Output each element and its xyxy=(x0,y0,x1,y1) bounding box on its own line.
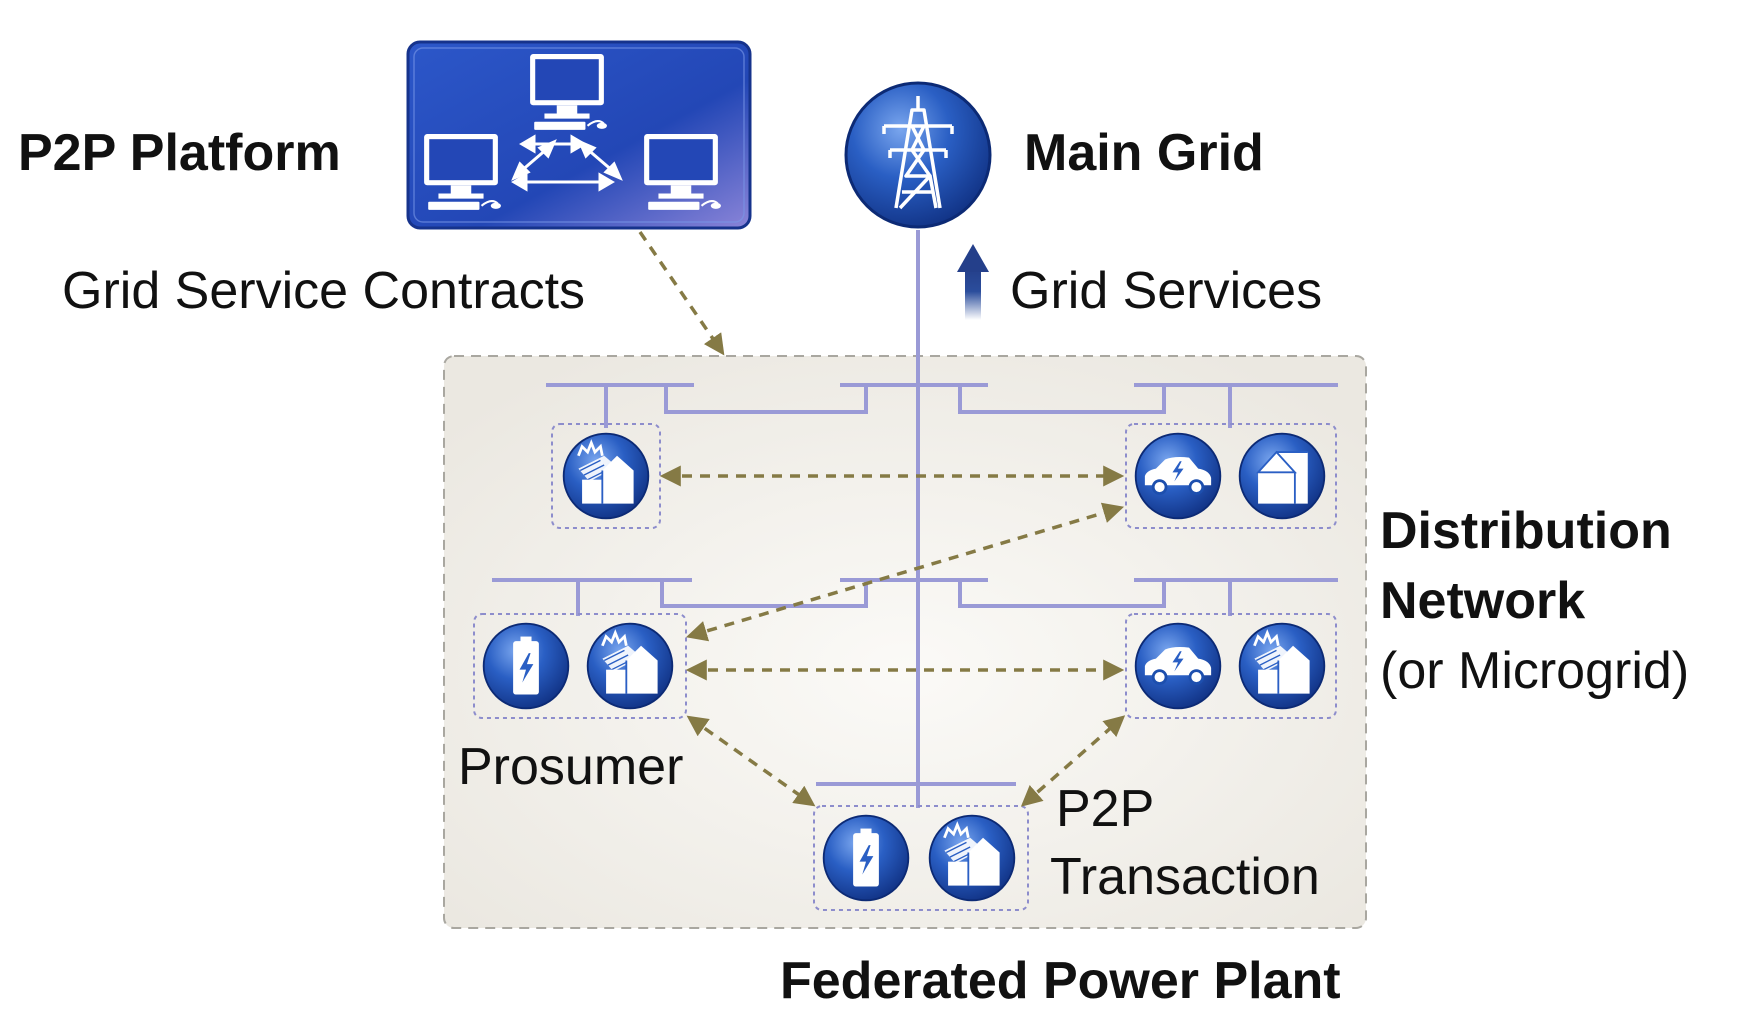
p2p-arrow-diagonal xyxy=(685,502,1125,642)
main-grid-label: Main Grid xyxy=(1024,124,1264,182)
p2p-arrow-lower-right xyxy=(1020,715,1126,807)
solar-house-icon xyxy=(562,432,650,520)
solar-house-icon xyxy=(1238,622,1326,710)
grid-service-contracts-arrow xyxy=(638,231,725,356)
prosumer-box-bottom xyxy=(813,805,1029,911)
distribution-network-label-line2: Network xyxy=(1380,572,1585,630)
distribution-network-panel xyxy=(443,355,1367,929)
p2p-arrow-lower-left xyxy=(686,715,816,807)
prosumer-box-top-right xyxy=(1125,423,1337,529)
bottom-bus xyxy=(816,782,1016,808)
prosumer-box-mid-right xyxy=(1125,613,1337,719)
solar-house-icon xyxy=(586,622,674,710)
prosumer-box-mid-left xyxy=(473,613,687,719)
prosumer-label: Prosumer xyxy=(458,738,683,796)
battery-icon xyxy=(822,814,910,902)
grid-services-arrow xyxy=(957,244,989,320)
battery-icon xyxy=(482,622,570,710)
p2p-platform-box xyxy=(406,40,752,230)
distribution-network-label-line3: (or Microgrid) xyxy=(1380,642,1689,700)
computer-network-icon xyxy=(423,53,722,211)
p2p-transaction-label-line2: Transaction xyxy=(1050,848,1320,906)
electric-car-icon xyxy=(1134,432,1222,520)
grid-service-contracts-label: Grid Service Contracts xyxy=(62,262,585,320)
p2p-platform-label: P2P Platform xyxy=(18,124,341,182)
transmission-tower-icon xyxy=(882,96,954,210)
house-icon xyxy=(1238,432,1326,520)
solar-house-icon xyxy=(928,814,1016,902)
main-grid-node xyxy=(844,81,992,229)
prosumer-box-top-left xyxy=(551,423,661,529)
top-bus xyxy=(546,383,1338,428)
electric-car-icon xyxy=(1134,622,1222,710)
grid-services-label: Grid Services xyxy=(1010,262,1322,320)
p2p-transaction-label-line1: P2P xyxy=(1056,780,1154,838)
federated-power-plant-label: Federated Power Plant xyxy=(780,952,1341,1010)
distribution-network-label-line1: Distribution xyxy=(1380,502,1672,560)
